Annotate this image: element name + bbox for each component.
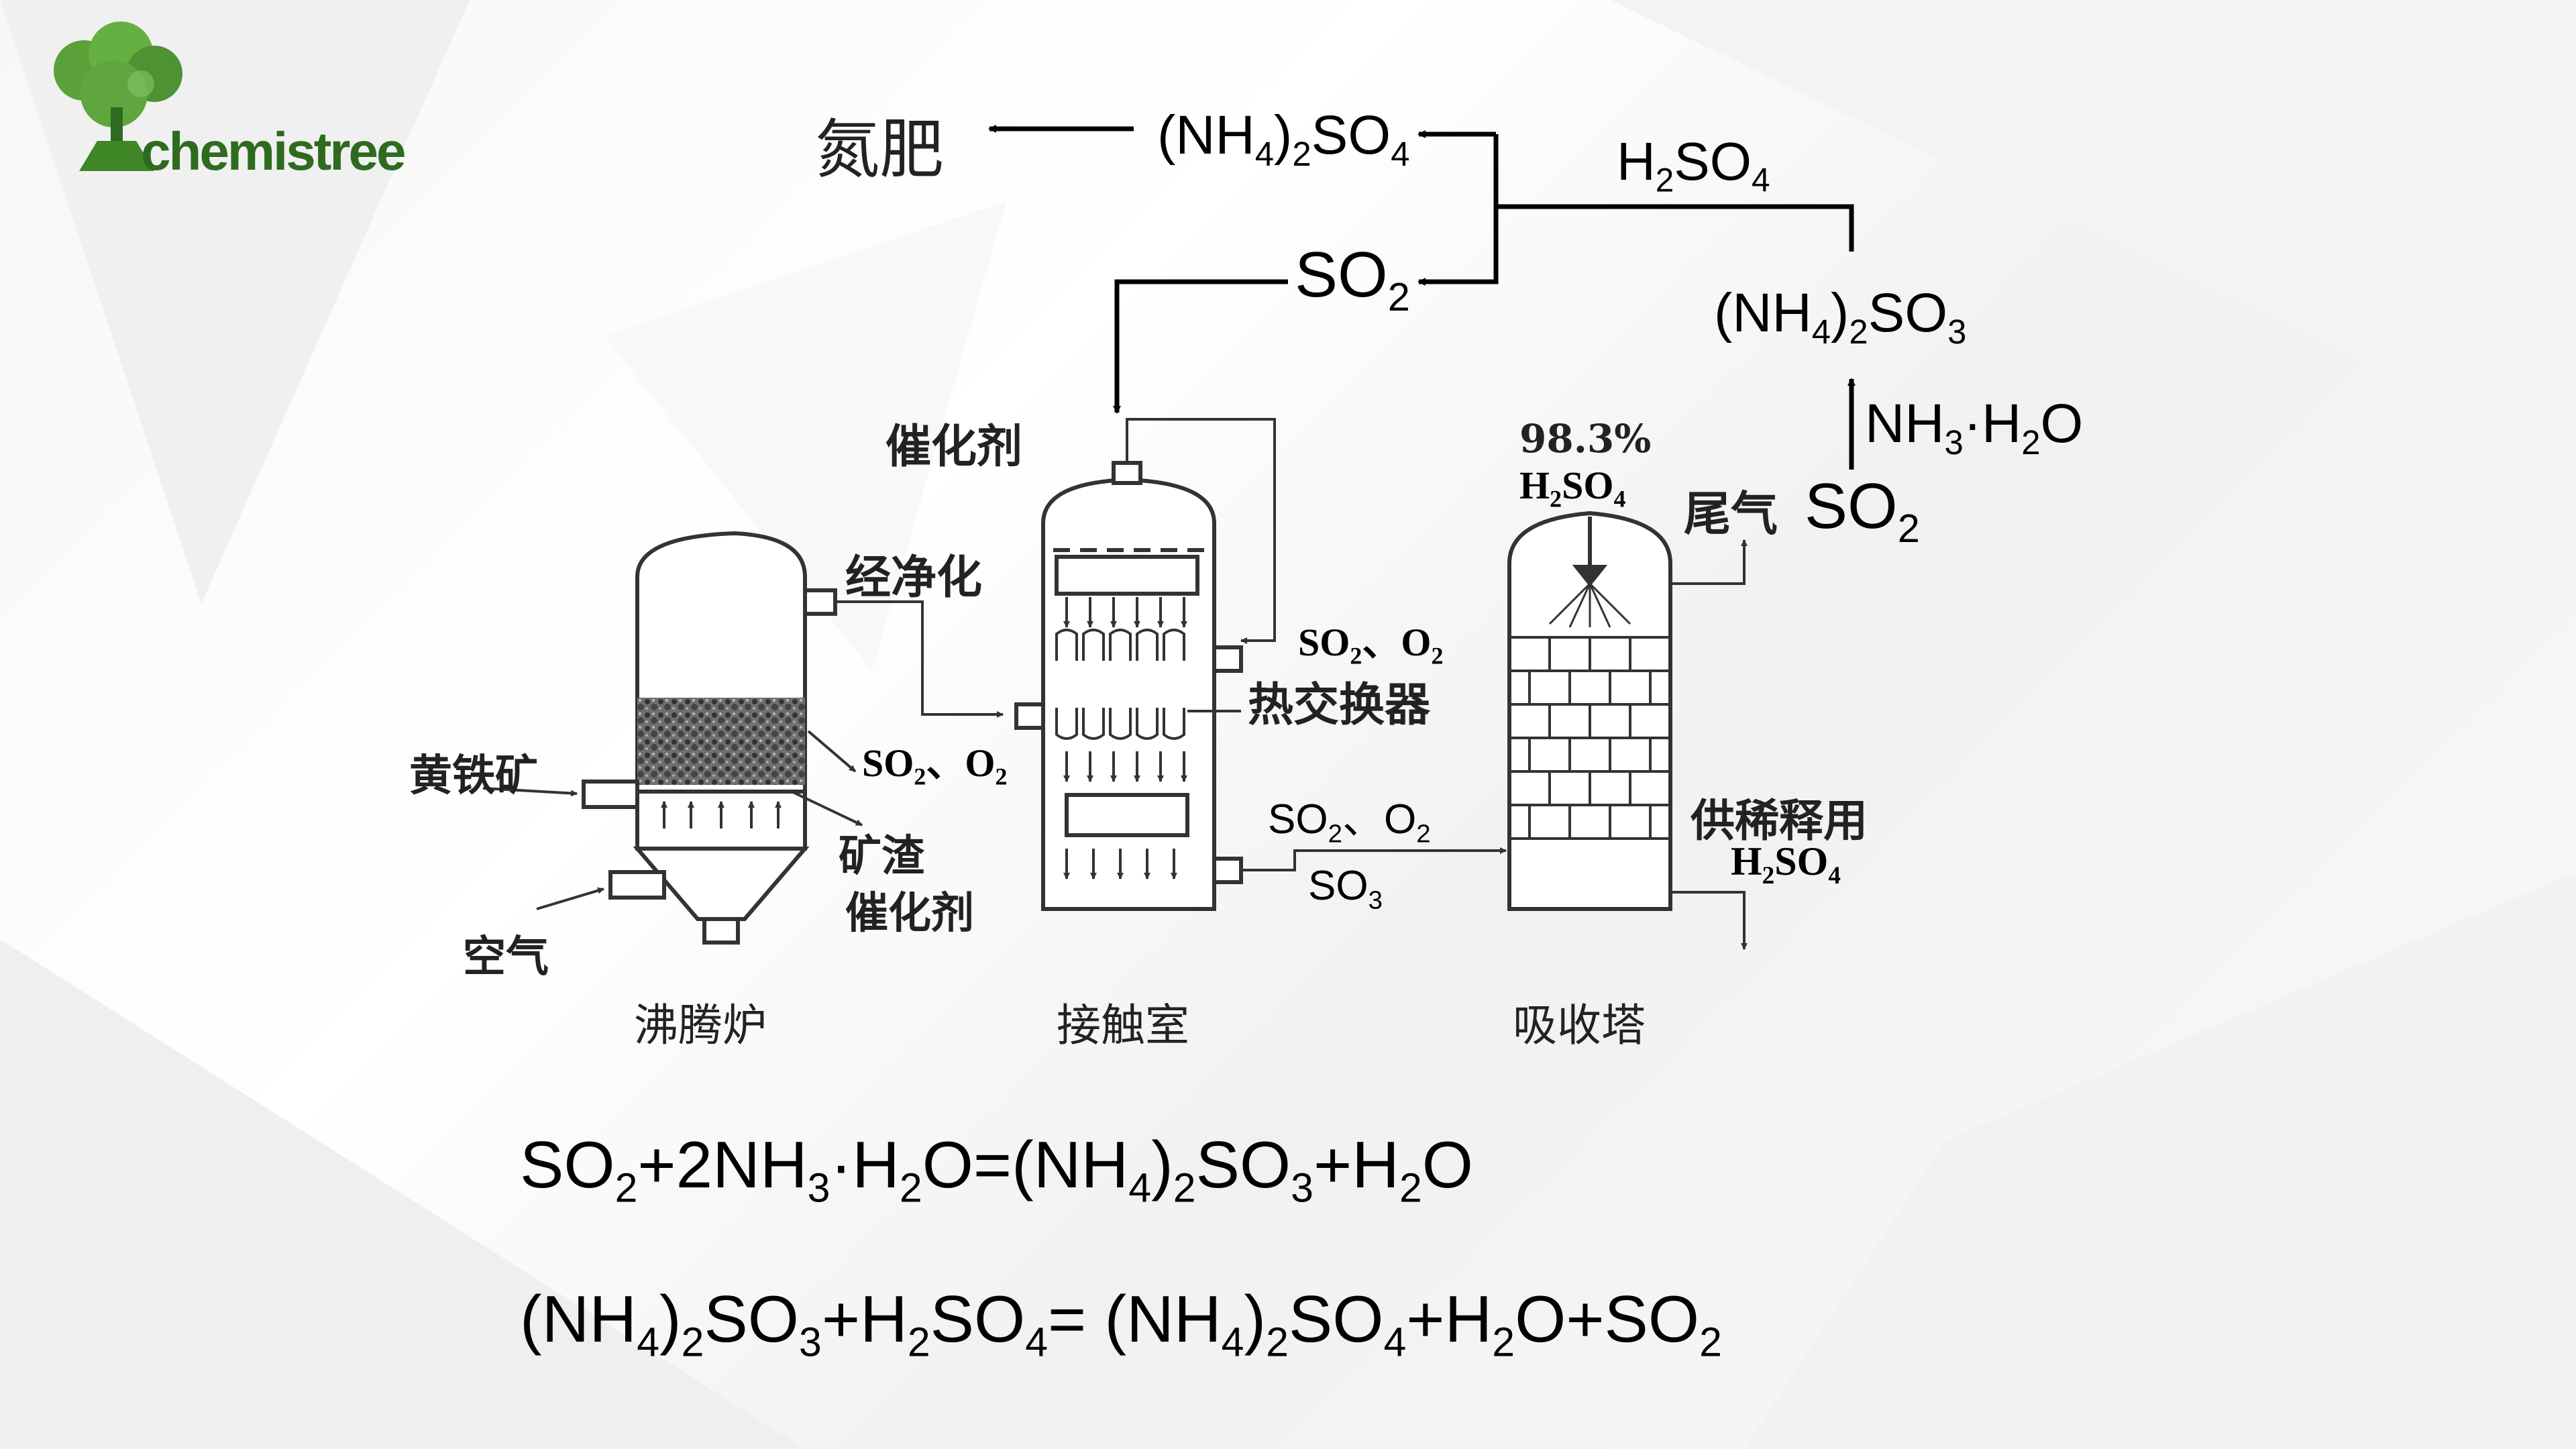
equation-1: SO2+2NH3·H2O=(NH4)2SO3+H2O	[520, 1128, 1473, 1211]
so3-outlet-label: SO3	[1308, 863, 1383, 915]
boiling-furnace	[482, 531, 1004, 945]
acid-concentration-label: 98.3%	[1519, 416, 1652, 462]
heat-exchanger-label: 热交换器	[1248, 678, 1431, 732]
tree-icon	[54, 21, 182, 171]
dilution-use-label: 供稀释用	[1690, 794, 1868, 847]
contact-chamber-name: 接触室	[1057, 1000, 1189, 1051]
equation-2: (NH4)2SO3+H2SO4= (NH4)2SO4+H2O+SO2	[520, 1282, 1722, 1365]
sulfuric-acid-label: H2SO4	[1617, 131, 1770, 199]
chamber-inlet	[1014, 702, 1045, 730]
so2-o2-furnace-label: SO2、O2	[862, 741, 1008, 790]
fertilizer-label: 氮肥	[815, 112, 944, 187]
recycle-flow	[988, 125, 1856, 470]
brand-logo: chemistree	[40, 20, 416, 181]
absorption-tower-name: 吸收塔	[1513, 1000, 1646, 1051]
slag-label: 矿渣	[839, 831, 924, 881]
acid-return-line	[1417, 204, 1854, 286]
ammonium-sulfate-label: (NH4)2SO4	[1157, 105, 1410, 173]
absorption-tower	[1507, 511, 1748, 950]
brand-name: chemistree	[141, 121, 406, 181]
so2-recycled-label: SO2	[1295, 239, 1410, 319]
air-label: 空气	[463, 932, 549, 982]
exchanger-port	[1212, 645, 1243, 673]
ore-bed	[637, 698, 805, 785]
catalyst-top-label: 催化剂	[885, 420, 1023, 474]
air-inlet	[608, 870, 666, 900]
so2-o2-outlet-label: SO2、O2	[1268, 796, 1431, 849]
purified-label: 经净化	[845, 551, 983, 604]
chamber-outlet	[1212, 857, 1243, 884]
catalyst-bottom-label: 催化剂	[845, 888, 974, 938]
ammonia-water-label: NH3·H2O	[1865, 393, 2084, 462]
ammonium-sulfite-label: (NH4)2SO3	[1714, 282, 1967, 351]
tail-gas-label: 尾气	[1684, 486, 1778, 541]
furnace-name: 沸腾炉	[634, 1000, 767, 1051]
tail-so2-label: SO2	[1805, 470, 1920, 551]
so2-o2-exchanger-label: SO2、O2	[1298, 621, 1444, 669]
pyrite-inlet	[582, 780, 639, 809]
furnace-outlet	[803, 588, 837, 616]
pyrite-label: 黄铁矿	[409, 751, 538, 801]
contact-chamber	[1014, 418, 1507, 911]
dilution-acid-label: H2SO4	[1731, 839, 1841, 890]
acid-name-label: H2SO4	[1519, 464, 1626, 513]
so2-return-line	[1113, 279, 1288, 414]
